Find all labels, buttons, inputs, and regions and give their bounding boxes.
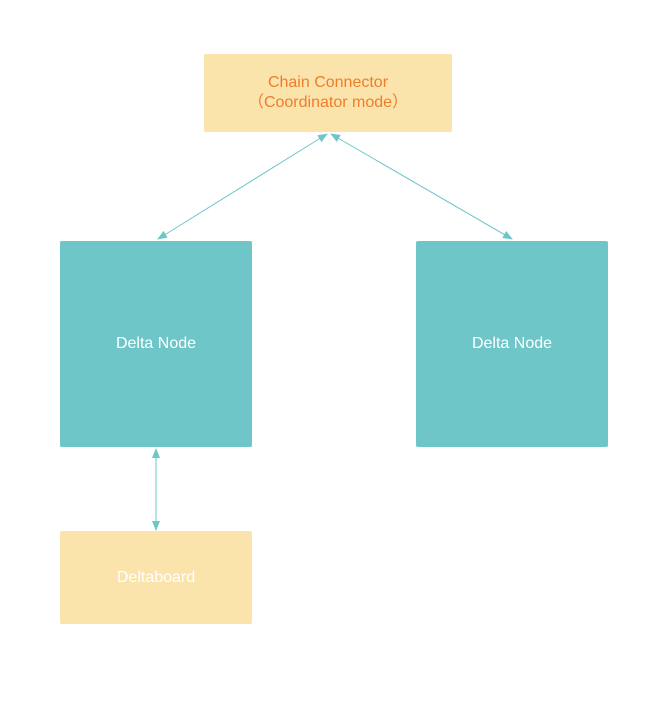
chain-connector-mode: （Coordinator mode） — [247, 94, 409, 111]
edge-chain-connector-to-left-delta-node — [157, 133, 328, 240]
deltaboard-node: Deltaboard — [60, 531, 252, 624]
chain-connector-node: Chain Connector （Coordinator mode） — [204, 54, 452, 132]
delta-node-right: Delta Node — [416, 241, 608, 447]
deltaboard-label: Deltaboard — [116, 568, 196, 586]
delta-node-left-label: Delta Node — [115, 335, 197, 352]
edge-chain-connector-to-right-delta-node — [330, 133, 513, 240]
delta-node-left: Delta Node — [60, 241, 252, 447]
delta-node-right-label: Delta Node — [471, 335, 553, 352]
chain-connector-title: Chain Connector — [267, 74, 389, 91]
